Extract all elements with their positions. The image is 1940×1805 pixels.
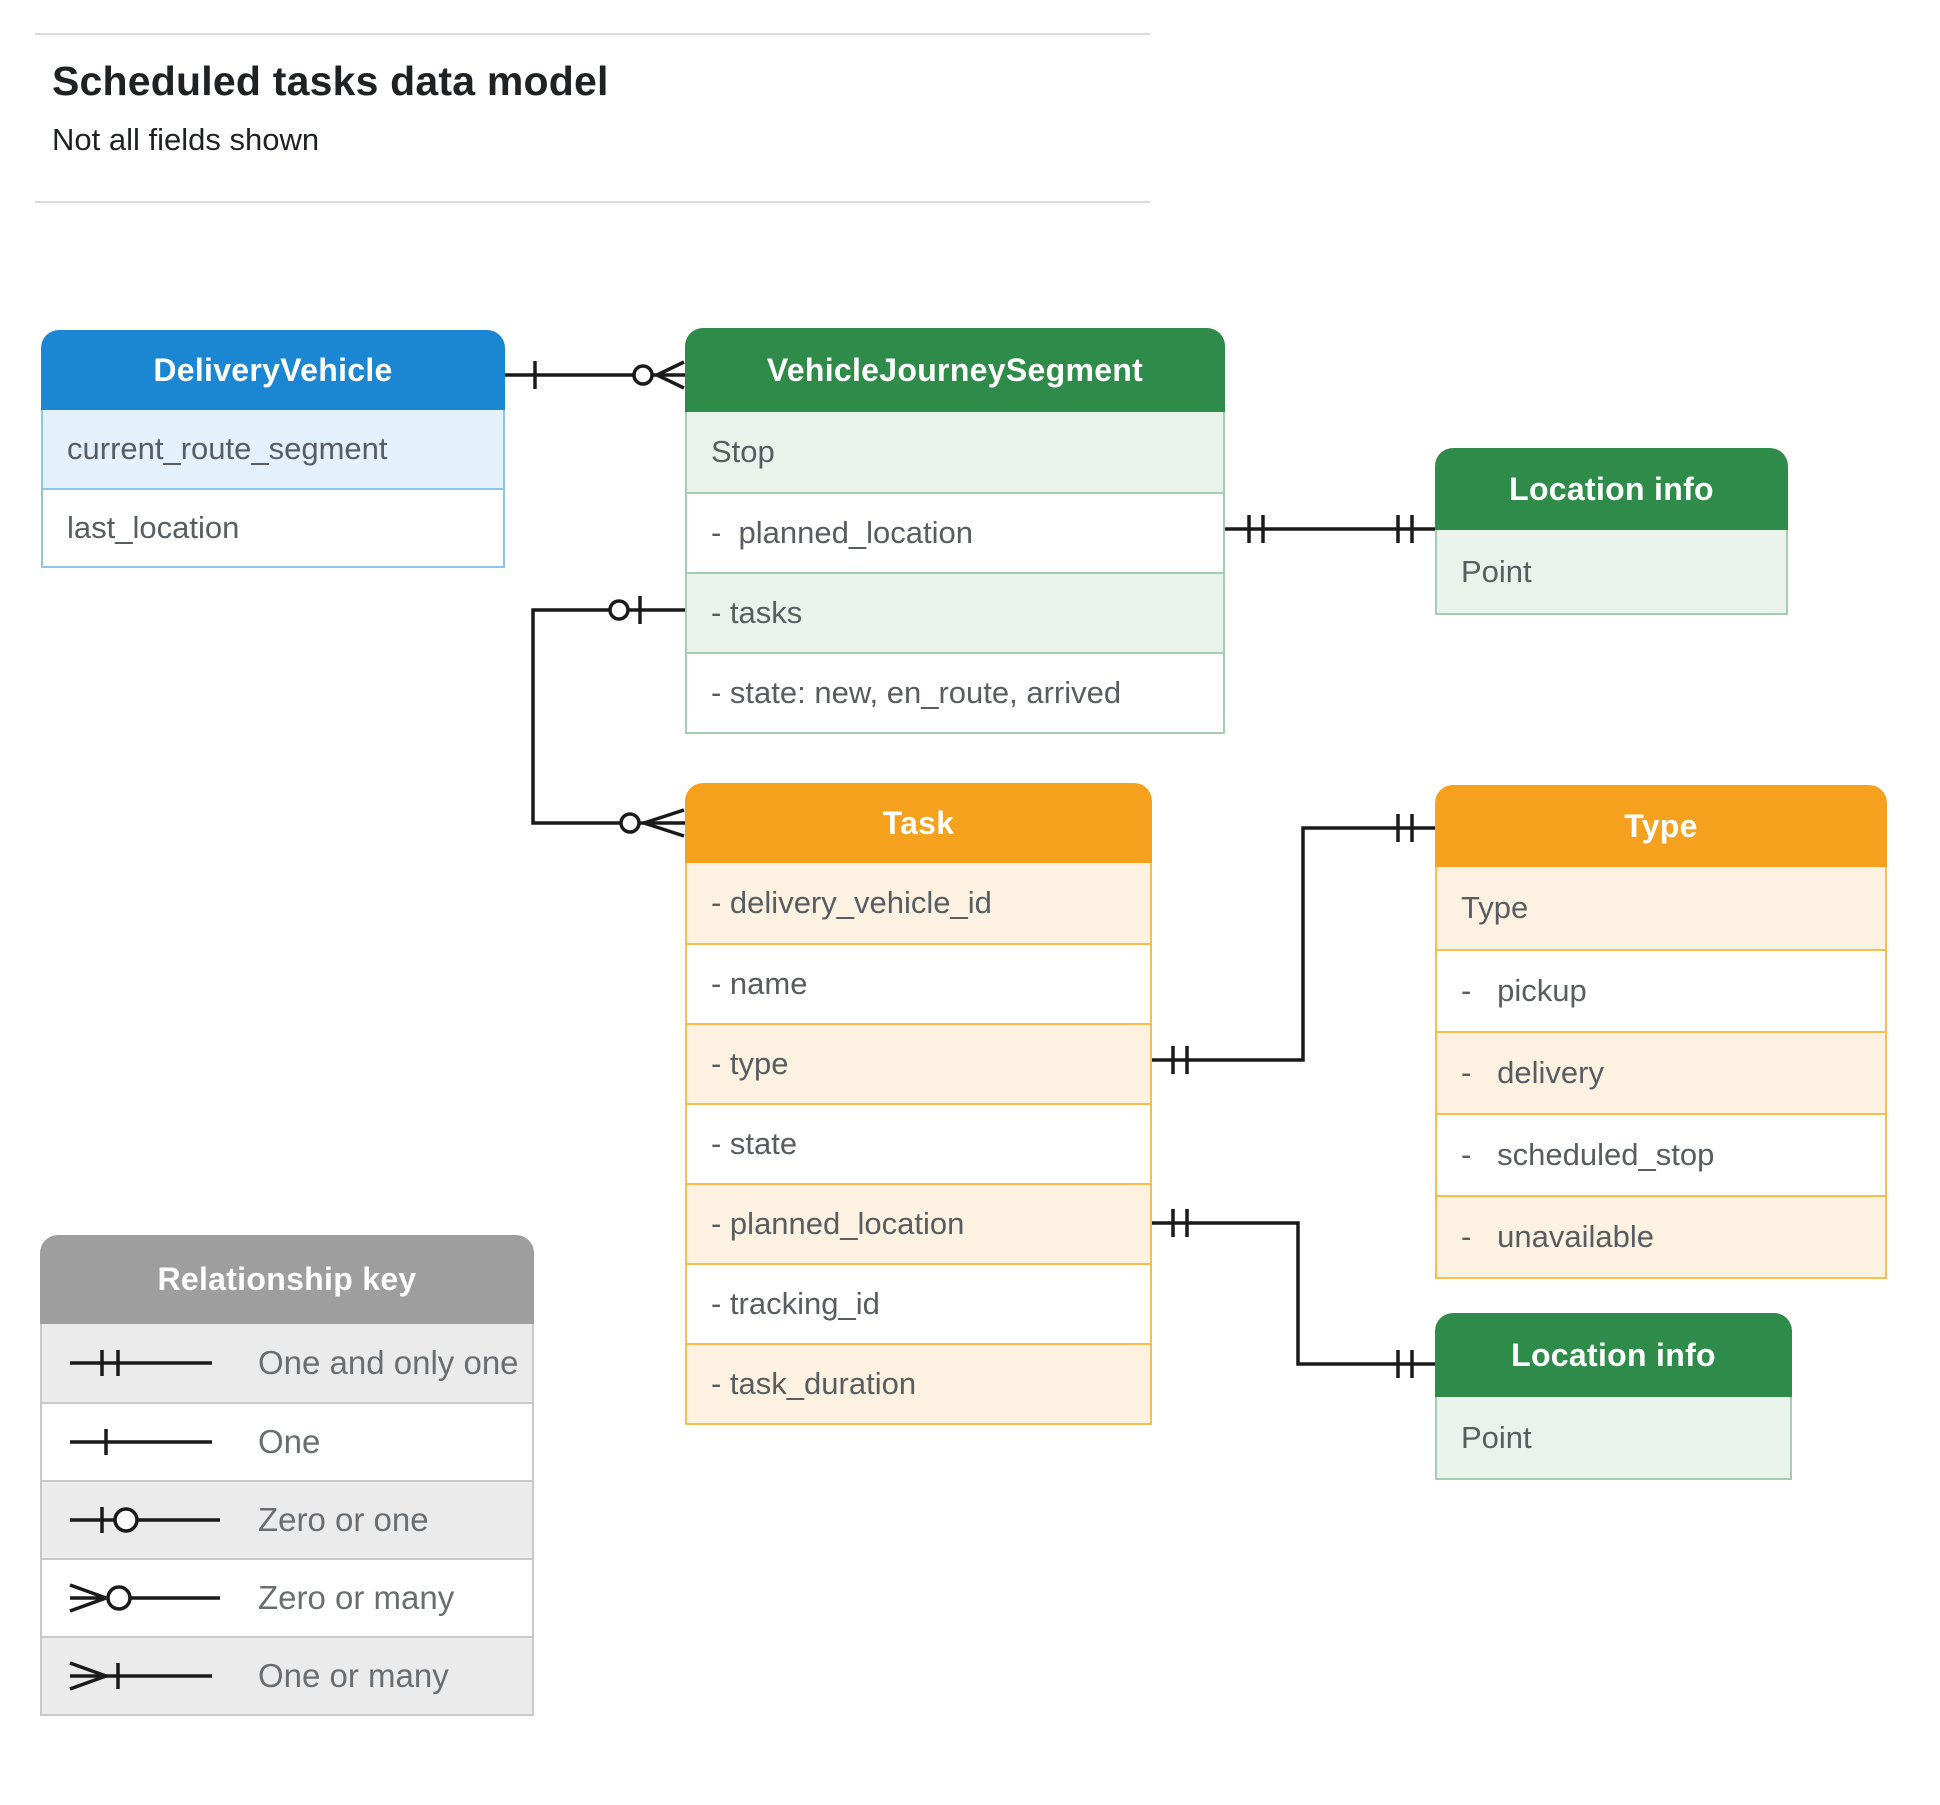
zero-or-many-symbol-icon [62,1578,232,1618]
legend-item-one-and-only-one: One and only one [42,1324,532,1402]
type-field-5: - unavailable [1437,1195,1885,1277]
legend-item-zero-or-one: Zero or one [42,1480,532,1558]
vehiclejourneysegment-field-3: - tasks [687,572,1223,652]
locationinfo-top-field-1: Point [1437,530,1786,613]
one-symbol-icon [62,1422,232,1462]
entity-type: Type Type- pickup- delivery- scheduled_s… [1435,785,1887,1279]
locationinfo-bottom-field-1: Point [1437,1397,1790,1478]
legend-item-label: One and only one [258,1344,519,1381]
zero-or-one-symbol-icon [62,1500,232,1540]
entity-vehiclejourneysegment: VehicleJourneySegment Stop- planned_loca… [685,328,1225,734]
relationship-key-header: Relationship key [40,1235,534,1324]
deliveryvehicle-field-2: last_location [43,488,503,566]
title-divider [35,201,1150,203]
type-field-1: Type [1437,867,1885,949]
type-field-3: - delivery [1437,1031,1885,1113]
task-field-7: - task_duration [687,1343,1150,1423]
connector-deliveryvehicle-vehiclejourneysegment [505,360,685,390]
legend-item-label: One or many [258,1657,449,1694]
type-field-2: - pickup [1437,949,1885,1031]
task-field-2: - name [687,943,1150,1023]
legend-item-zero-or-many: Zero or many [42,1558,532,1636]
type-field-4: - scheduled_stop [1437,1113,1885,1195]
vehiclejourneysegment-field-1: Stop [687,412,1223,492]
one-and-only-one-symbol-icon [62,1343,232,1383]
crow-foot [656,373,685,390]
zero-circle [608,599,630,621]
connector-tasks-task [531,596,685,838]
entity-vehiclejourneysegment-header: VehicleJourneySegment [685,328,1225,412]
vehiclejourneysegment-field-4: - state: new, en_route, arrived [687,652,1223,732]
page-title: Scheduled tasks data model [52,58,609,104]
task-field-6: - tracking_id [687,1263,1150,1343]
task-field-5: - planned_location [687,1183,1150,1263]
legend-item-label: One [258,1423,321,1460]
one-or-many-symbol-icon [62,1656,232,1696]
crow-foot [656,360,685,377]
top-divider [35,33,1150,35]
entity-locationinfo-top-header: Location info [1435,448,1788,530]
entity-task: Task - delivery_vehicle_id- name- type- … [685,783,1152,1425]
entity-locationinfo-bottom: Location info Point [1435,1313,1792,1480]
page-subtitle: Not all fields shown [52,122,320,157]
task-field-4: - state [687,1103,1150,1183]
task-field-1: - delivery_vehicle_id [687,863,1150,943]
legend-item-one: One [42,1402,532,1480]
legend-item-label: Zero or one [258,1501,429,1538]
crow-foot [643,821,685,838]
legend-item-label: Zero or many [258,1579,455,1616]
connector-task-locationinfo [1152,1209,1435,1378]
zero-circle [632,364,654,386]
entity-deliveryvehicle-header: DeliveryVehicle [41,330,505,410]
legend-item-one-or-many: One or many [42,1636,532,1714]
vehiclejourneysegment-field-2: - planned_location [687,492,1223,572]
connector-segment-locationinfo [1225,515,1435,543]
entity-task-header: Task [685,783,1152,863]
deliveryvehicle-field-1: current_route_segment [43,410,503,488]
entity-type-header: Type [1435,785,1887,867]
entity-locationinfo-bottom-header: Location info [1435,1313,1792,1397]
task-field-3: - type [687,1023,1150,1103]
entity-locationinfo-top: Location info Point [1435,448,1788,615]
zero-circle [619,812,641,834]
connector-task-type [1152,814,1435,1074]
crow-foot [643,808,685,825]
